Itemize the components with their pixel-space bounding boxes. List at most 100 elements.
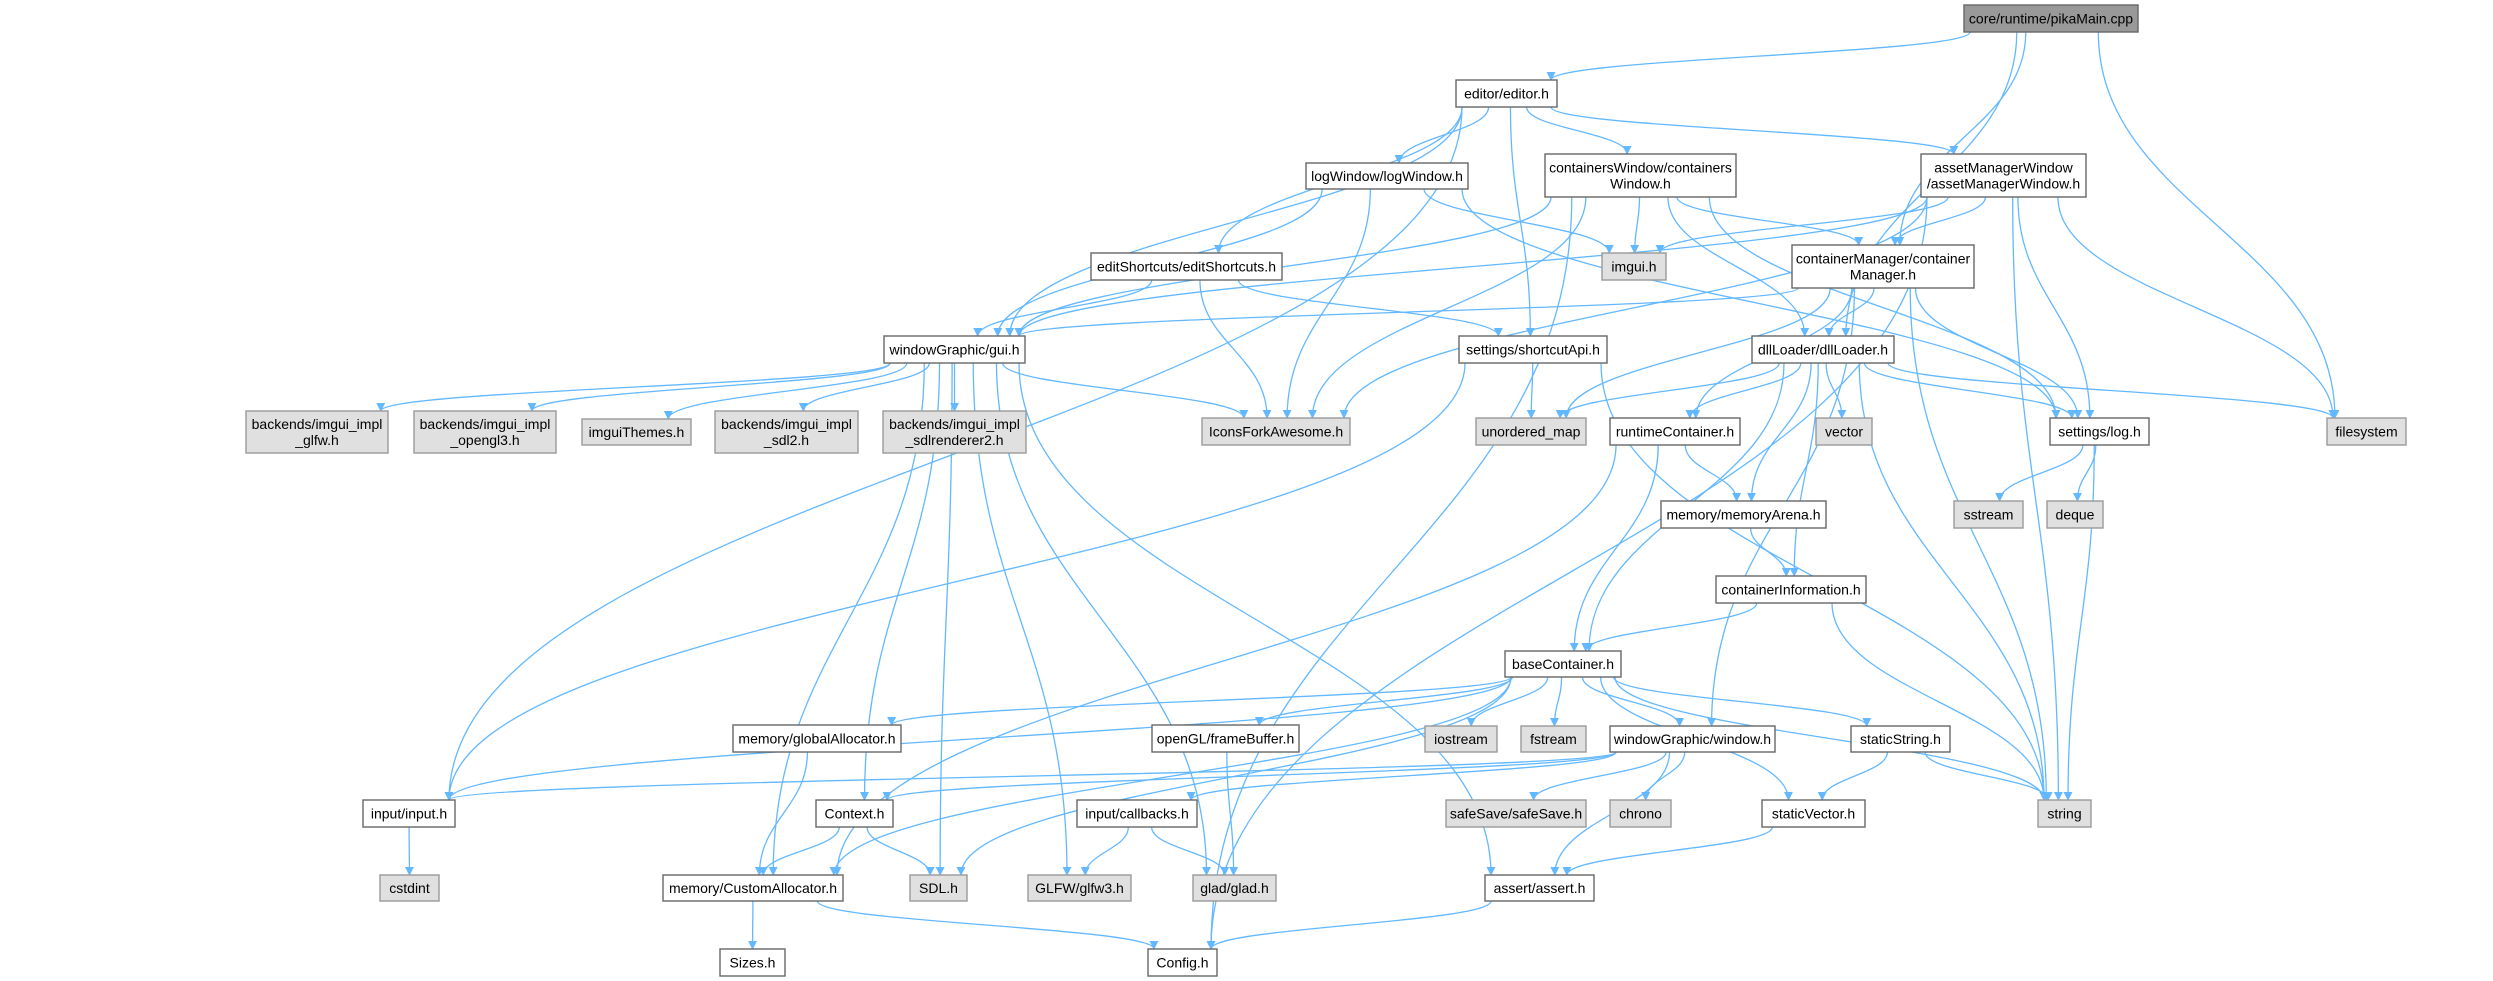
- edge-containerManager-to-unorderedMap: [1561, 287, 1831, 419]
- node-context[interactable]: Context.h: [815, 799, 894, 828]
- edge-assert-to-config: [1206, 900, 1492, 950]
- node-label: IconsForkAwesome.h: [1209, 424, 1343, 440]
- node-label: Context.h: [825, 806, 885, 822]
- edge-dllLoader-to-runtimeContainer: [1685, 362, 1802, 419]
- node-box: [1920, 153, 2087, 198]
- edge-assetManagerWindow-to-iconsFork: [1339, 196, 1928, 419]
- node-assert[interactable]: assert/assert.h: [1484, 874, 1595, 902]
- edge-editor-to-assetManagerWindow: [1550, 106, 1959, 155]
- node-containerManager[interactable]: containerManager/containerManager.h: [1791, 244, 1975, 289]
- node-label: settings/shortcutApi.h: [1466, 342, 1600, 358]
- node-baseContainer[interactable]: baseContainer.h: [1504, 650, 1622, 678]
- node-containersWindow[interactable]: containersWindow/containersWindow.h: [1544, 153, 1737, 198]
- node-glad: glad/glad.h: [1192, 874, 1277, 902]
- node-label: dllLoader/dllLoader.h: [1758, 342, 1888, 358]
- node-box: [1761, 799, 1866, 828]
- node-box: [2049, 417, 2150, 446]
- node-iconsFork: IconsForkAwesome.h: [1201, 417, 1351, 446]
- node-box: [1601, 252, 1667, 281]
- edge-editShortcuts-to-shortcutApi: [1237, 279, 1503, 337]
- node-editor[interactable]: editor/editor.h: [1455, 79, 1558, 108]
- edge-dllLoader-to-memoryArena: [1746, 362, 1812, 502]
- edge-editor-to-logWindow: [1394, 106, 1490, 164]
- node-callbacks[interactable]: input/callbacks.h: [1076, 799, 1198, 828]
- node-frameBuffer[interactable]: openGL/frameBuffer.h: [1151, 724, 1300, 753]
- node-window[interactable]: windowGraphic/window.h: [1609, 725, 1776, 753]
- edge-dllLoader-to-unorderedMap: [1555, 362, 1780, 419]
- node-box: [1609, 417, 1741, 446]
- edge-dllLoader-to-filesystem: [1887, 362, 2338, 419]
- node-box: [1027, 874, 1132, 902]
- node-box: [1504, 650, 1622, 678]
- node-label: windowGraphic/gui.h: [889, 342, 1020, 358]
- node-label: staticString.h: [1860, 731, 1941, 747]
- node-gui[interactable]: windowGraphic/gui.h: [883, 335, 1026, 364]
- node-box: [245, 410, 389, 454]
- node-dllLoader[interactable]: dllLoader/dllLoader.h: [1751, 335, 1895, 364]
- node-logWindow[interactable]: logWindow/logWindow.h: [1305, 162, 1469, 190]
- edge-staticString-to-string: [1924, 751, 2053, 801]
- node-label: assetManagerWindow: [1934, 160, 2073, 176]
- edge-context-to-sdl: [866, 826, 935, 876]
- node-label: assert/assert.h: [1494, 880, 1586, 896]
- node-box: [379, 874, 440, 902]
- node-editShortcuts[interactable]: editShortcuts/editShortcuts.h: [1090, 252, 1283, 281]
- node-glfwImpl: backends/imgui_impl_glfw.h: [245, 410, 389, 454]
- node-config[interactable]: Config.h: [1147, 948, 1218, 977]
- node-sizes[interactable]: Sizes.h: [719, 948, 786, 977]
- edge-baseContainer-to-frameBuffer: [1254, 676, 1514, 726]
- node-label: Sizes.h: [730, 955, 776, 971]
- edge-gui-to-glfwImpl: [376, 362, 891, 412]
- node-containerInformation[interactable]: containerInformation.h: [1715, 575, 1867, 604]
- edge-dllLoader-to-containerInformation: [1789, 362, 1819, 577]
- node-label: editor/editor.h: [1464, 86, 1549, 102]
- node-iostream: iostream: [1424, 725, 1498, 753]
- edge-shortcutApi-to-unorderedMap: [1526, 362, 1536, 419]
- node-staticString[interactable]: staticString.h: [1850, 725, 1951, 753]
- edge-containerInformation-to-string: [1831, 602, 2049, 801]
- node-imgui: imgui.h: [1601, 252, 1667, 281]
- node-label: unordered_map: [1482, 424, 1581, 440]
- node-globalAllocator[interactable]: memory/globalAllocator.h: [732, 724, 902, 753]
- node-box: [1076, 799, 1198, 828]
- node-log[interactable]: settings/log.h: [2049, 417, 2150, 446]
- node-assetManagerWindow[interactable]: assetManagerWindow/assetManagerWindow.h: [1920, 153, 2087, 198]
- node-filesystem: filesystem: [2326, 417, 2407, 446]
- node-box: [1475, 417, 1587, 446]
- node-shortcutApi[interactable]: settings/shortcutApi.h: [1458, 335, 1608, 364]
- node-box: [1090, 252, 1283, 281]
- edge-frameBuffer-to-glad: [1226, 751, 1239, 876]
- edge-gui-to-assert: [1018, 362, 1496, 876]
- edge-pikaMain-to-containerManager: [1895, 31, 2027, 246]
- node-box: [2326, 417, 2407, 446]
- node-staticVector[interactable]: staticVector.h: [1761, 799, 1866, 828]
- node-label: Config.h: [1156, 955, 1208, 971]
- node-box: [1609, 799, 1672, 828]
- node-label: cstdint: [389, 880, 430, 896]
- node-label: imgui.h: [1611, 259, 1656, 275]
- node-input[interactable]: input/input.h: [362, 799, 456, 828]
- node-box: [1791, 244, 1975, 289]
- node-label: logWindow/logWindow.h: [1311, 168, 1463, 184]
- edge-assetManagerWindow-to-config: [1206, 196, 1928, 950]
- edge-dllLoader-to-vector: [1825, 362, 1847, 419]
- node-label: chrono: [1619, 806, 1662, 822]
- node-memoryArena[interactable]: memory/memoryArena.h: [1660, 500, 1827, 529]
- node-pikaMain[interactable]: core/runtime/pikaMain.cpp: [1963, 4, 2139, 33]
- edge-editor-to-gui: [1005, 106, 1463, 337]
- node-box: [1953, 500, 2024, 529]
- node-label: openGL/frameBuffer.h: [1157, 731, 1295, 747]
- edge-containerManager-to-dllLoader: [1824, 287, 1875, 337]
- edge-editShortcuts-to-gui: [973, 279, 1153, 337]
- node-runtimeContainer[interactable]: runtimeContainer.h: [1609, 417, 1741, 446]
- node-label: _opengl3.h: [449, 432, 519, 448]
- node-box: [662, 874, 844, 902]
- node-vector: vector: [1815, 417, 1873, 446]
- node-customAllocator[interactable]: memory/CustomAllocator.h: [662, 874, 844, 902]
- node-box: [1484, 874, 1595, 902]
- edge-window-to-context: [882, 751, 1617, 801]
- node-sdl: SDL.h: [909, 874, 968, 902]
- node-label: Window.h: [1610, 176, 1671, 192]
- edge-baseContainer-to-string: [1614, 676, 2049, 801]
- edge-containerManager-to-string: [1909, 287, 2051, 801]
